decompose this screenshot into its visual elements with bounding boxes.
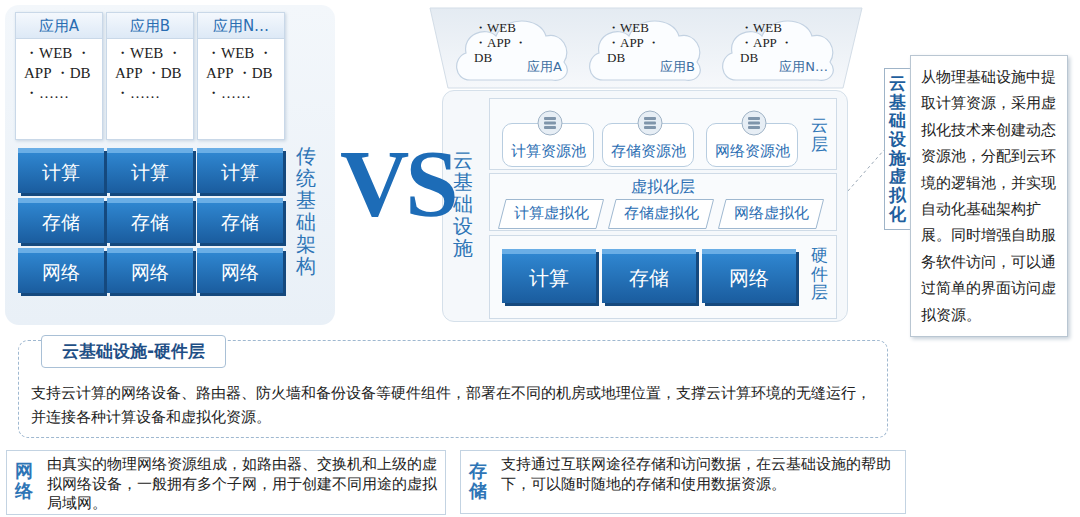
hardware-block: 存储 [18,198,104,243]
hardware-block: 存储 [107,198,193,243]
app-cloud: ・WEB ・APP ・DB应用N… [718,12,836,84]
node-label: 网络虚拟化 [718,204,824,223]
pool-icon [637,110,663,136]
cloud-band [430,8,862,88]
virtualization-box: 网络虚拟化 [718,199,824,229]
node-label: 云基础设施 [453,149,473,259]
hardware-block: 计算 [502,249,596,303]
app-cloud: ・WEB ・APP ・DB应用B [585,12,703,84]
virtualization-layer: 虚拟化层计算虚拟化存储虚拟化网络虚拟化 [489,173,837,231]
node-label: 存储 [469,461,487,501]
node-label: 网络 [729,265,769,292]
traditional-panel: 传统基础架构 应用A ・WEB ・APP ・DB ・…… 应用B ・WEB ・APP ・… [5,5,335,325]
icon-circle [742,111,766,135]
resource-pool: 存储资源池 [602,123,694,167]
hardware-block: 网络 [197,248,283,293]
node-label: 存储虚拟化 [608,204,714,223]
icon-bar [544,117,556,120]
icon-circle [638,111,662,135]
parallelogram-outline [719,200,824,229]
node-label: 计算 [42,160,80,186]
node-label: 存储 [629,265,669,292]
app-cloud: ・WEB ・APP ・DB应用A [452,12,570,84]
node-label: 网络 [15,461,33,501]
info-box: 存储支持通过互联网途径存储和访问数据，在云基础设施的帮助下，可以随时随地的存储和… [460,450,906,514]
icon-bar [544,126,556,129]
node-body: 应用B [660,58,695,76]
node-label: 网络 [42,260,80,286]
cloud-layer: 云层计算资源池存储资源池网络资源池 [489,98,837,170]
virtualization-box: 计算虚拟化 [498,199,604,229]
callout-box: 云基础设施-虚拟化从物理基础设施中提取计算资源，采用虚拟化技术来创建动态资源池，… [884,55,1070,373]
node-label: 虚拟化层 [490,177,836,198]
virtualization-box: 存储虚拟化 [608,199,714,229]
node-label: 云层 [811,116,828,153]
hardware-block: 存储 [197,198,283,243]
node-label: 计算虚拟化 [498,204,604,223]
node-label: 硬件层 [811,246,828,302]
node-label: ・WEB ・APP ・DB [607,20,663,65]
node-body: 从物理基础设施中提取计算资源，采用虚拟化技术来创建动态资源池，分配到云环境的逻辑… [910,55,1068,337]
node-label: 存储 [131,210,169,236]
node-label: 应用N… [198,13,284,39]
icon-bar [544,122,556,125]
node-body: ・WEB ・APP ・DB ・…… [115,43,187,103]
hardware-block: 计算 [197,148,283,193]
hardware-block: 存储 [602,249,696,303]
pool-icon [537,110,563,136]
node-body: 应用N… [779,58,828,76]
app-box: 应用A ・WEB ・APP ・DB ・…… [15,12,103,140]
icon-bar [644,122,656,125]
hardware-block: 网络 [107,248,193,293]
node-label: 传统基础架构 [296,145,316,277]
node-body: 应用A [527,58,562,76]
hardware-layer: 硬件层 计算 存储 网络 [489,235,837,319]
node-label: 网络资源池 [707,142,797,161]
node-label: ・WEB ・APP ・DB [740,20,796,65]
node-label: 存储 [42,210,80,236]
node-label: 计算 [529,265,569,292]
hardware-block: 计算 [107,148,193,193]
hardware-block: 计算 [18,148,104,193]
hardware-block: 网络 [702,249,796,303]
node-label: 存储 [221,210,259,236]
resource-pool: 网络资源池 [706,123,798,167]
pool-icon [741,110,767,136]
node-label: 应用A [16,13,102,39]
info-box: 网络由真实的物理网络资源组成，如路由器、交换机和上级的虚拟网络设备，一般拥有多个… [6,450,446,515]
node-label: ・WEB ・APP ・DB [474,20,530,65]
node-label: 计算 [131,160,169,186]
vs-label: VS [340,128,455,239]
node-label: 计算 [221,160,259,186]
node-label: 应用B [107,13,193,39]
icon-bar [748,126,760,129]
parallelogram-outline [499,200,604,229]
cloud-outline [457,21,568,80]
node-label: 网络 [221,260,259,286]
icon-bar [644,117,656,120]
cloud-outline [723,21,834,80]
node-body: 支持云计算的网络设备、路由器、防火墙和备份设备等硬件组件，部署在不同的机房或地理… [31,381,877,429]
icon-bar [748,117,760,120]
node-body: ・WEB ・APP ・DB ・…… [24,43,96,103]
icon-bar [748,122,760,125]
cloud-panel: 云基础设施云层计算资源池存储资源池网络资源池虚拟化层计算虚拟化存储虚拟化网络虚拟… [442,90,848,322]
node-label: 云基础设施-虚拟化 [884,68,911,230]
node-label: 计算资源池 [503,142,593,161]
app-box: 应用N… ・WEB ・APP ・DB ・…… [197,12,285,140]
icon-bar [644,126,656,129]
node-label: 网络 [131,260,169,286]
node-label: 云基础设施-硬件层 [41,335,226,368]
node-body: ・WEB ・APP ・DB ・…… [206,43,278,103]
parallelogram-outline [609,200,714,229]
node-body: 由真实的物理网络资源组成，如路由器、交换机和上级的虚拟网络设备，一般拥有多个子网… [47,455,439,514]
cloud-outline [590,21,701,80]
app-box: 应用B ・WEB ・APP ・DB ・…… [106,12,194,140]
icon-circle [538,111,562,135]
hardware-block: 网络 [18,248,104,293]
info-box: 云基础设施-硬件层支持云计算的网络设备、路由器、防火墙和备份设备等硬件组件，部署… [18,340,888,438]
node-body: 支持通过互联网途径存储和访问数据，在云基础设施的帮助下，可以随时随地的存储和使用… [501,455,899,494]
resource-pool: 计算资源池 [502,123,594,167]
node-label: 存储资源池 [603,142,693,161]
